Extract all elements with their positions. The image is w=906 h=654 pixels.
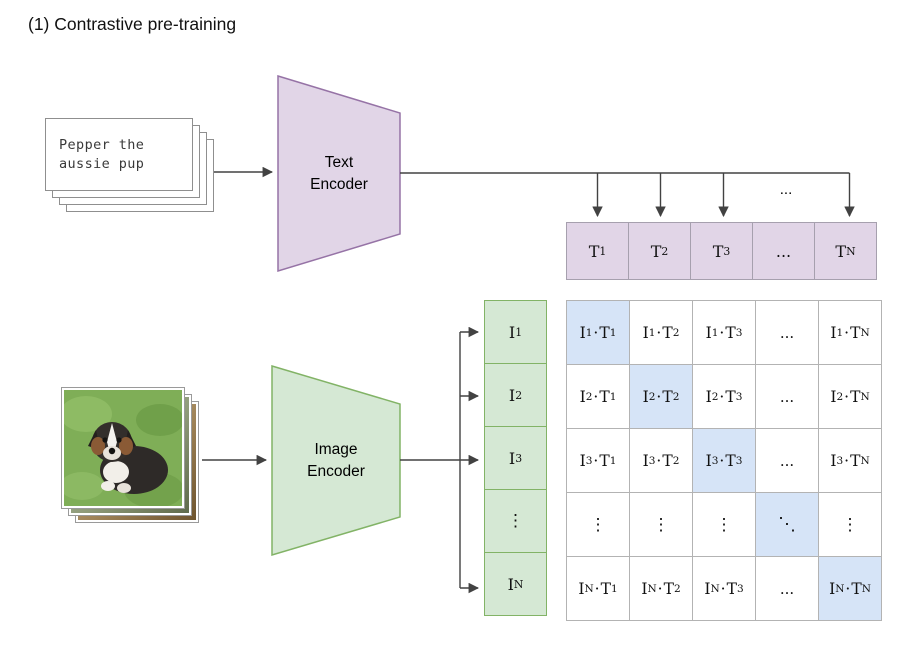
- text-prompt-line-1: Pepper the: [59, 137, 145, 153]
- text-encoder-label-line-2: Encoder: [310, 175, 368, 193]
- image-embedding-cell: ⋮: [484, 489, 547, 553]
- text-encoder-label-line-1: Text: [324, 153, 354, 171]
- similarity-cell: ...: [756, 301, 819, 365]
- similarity-cell: ...: [756, 429, 819, 493]
- text-encoder-shape: [277, 74, 401, 273]
- puppy-photo: [61, 387, 185, 509]
- image-encoder-label-line-2: Encoder: [307, 462, 365, 480]
- text-encoder-label: Text Encoder: [278, 76, 400, 271]
- image-encoder-label-line-1: Image: [314, 440, 358, 458]
- figure-title: (1) Contrastive pre-training: [28, 14, 237, 34]
- similarity-cell: ...: [756, 365, 819, 429]
- image-flow-arrows: [202, 326, 480, 594]
- text-prompt-card: Pepper the aussie pup: [45, 118, 193, 191]
- puppy-photo-illustration: [64, 390, 182, 506]
- image-encoder-shape: [271, 364, 401, 557]
- text-prompt-line-2: aussie pup: [59, 156, 145, 172]
- similarity-cell: ⋱: [756, 493, 819, 557]
- text-flow-arrows: [214, 166, 855, 218]
- similarity-cell: ⋮: [567, 493, 630, 557]
- similarity-cell: ⋮: [693, 493, 756, 557]
- similarity-cell: ⋮: [819, 493, 882, 557]
- text-embedding-cell: ...: [752, 222, 815, 280]
- similarity-cell: ⋮: [630, 493, 693, 557]
- similarity-cell: ...: [756, 557, 819, 621]
- image-encoder-label: Image Encoder: [272, 366, 400, 555]
- top-ellipsis-label: ...: [779, 180, 793, 198]
